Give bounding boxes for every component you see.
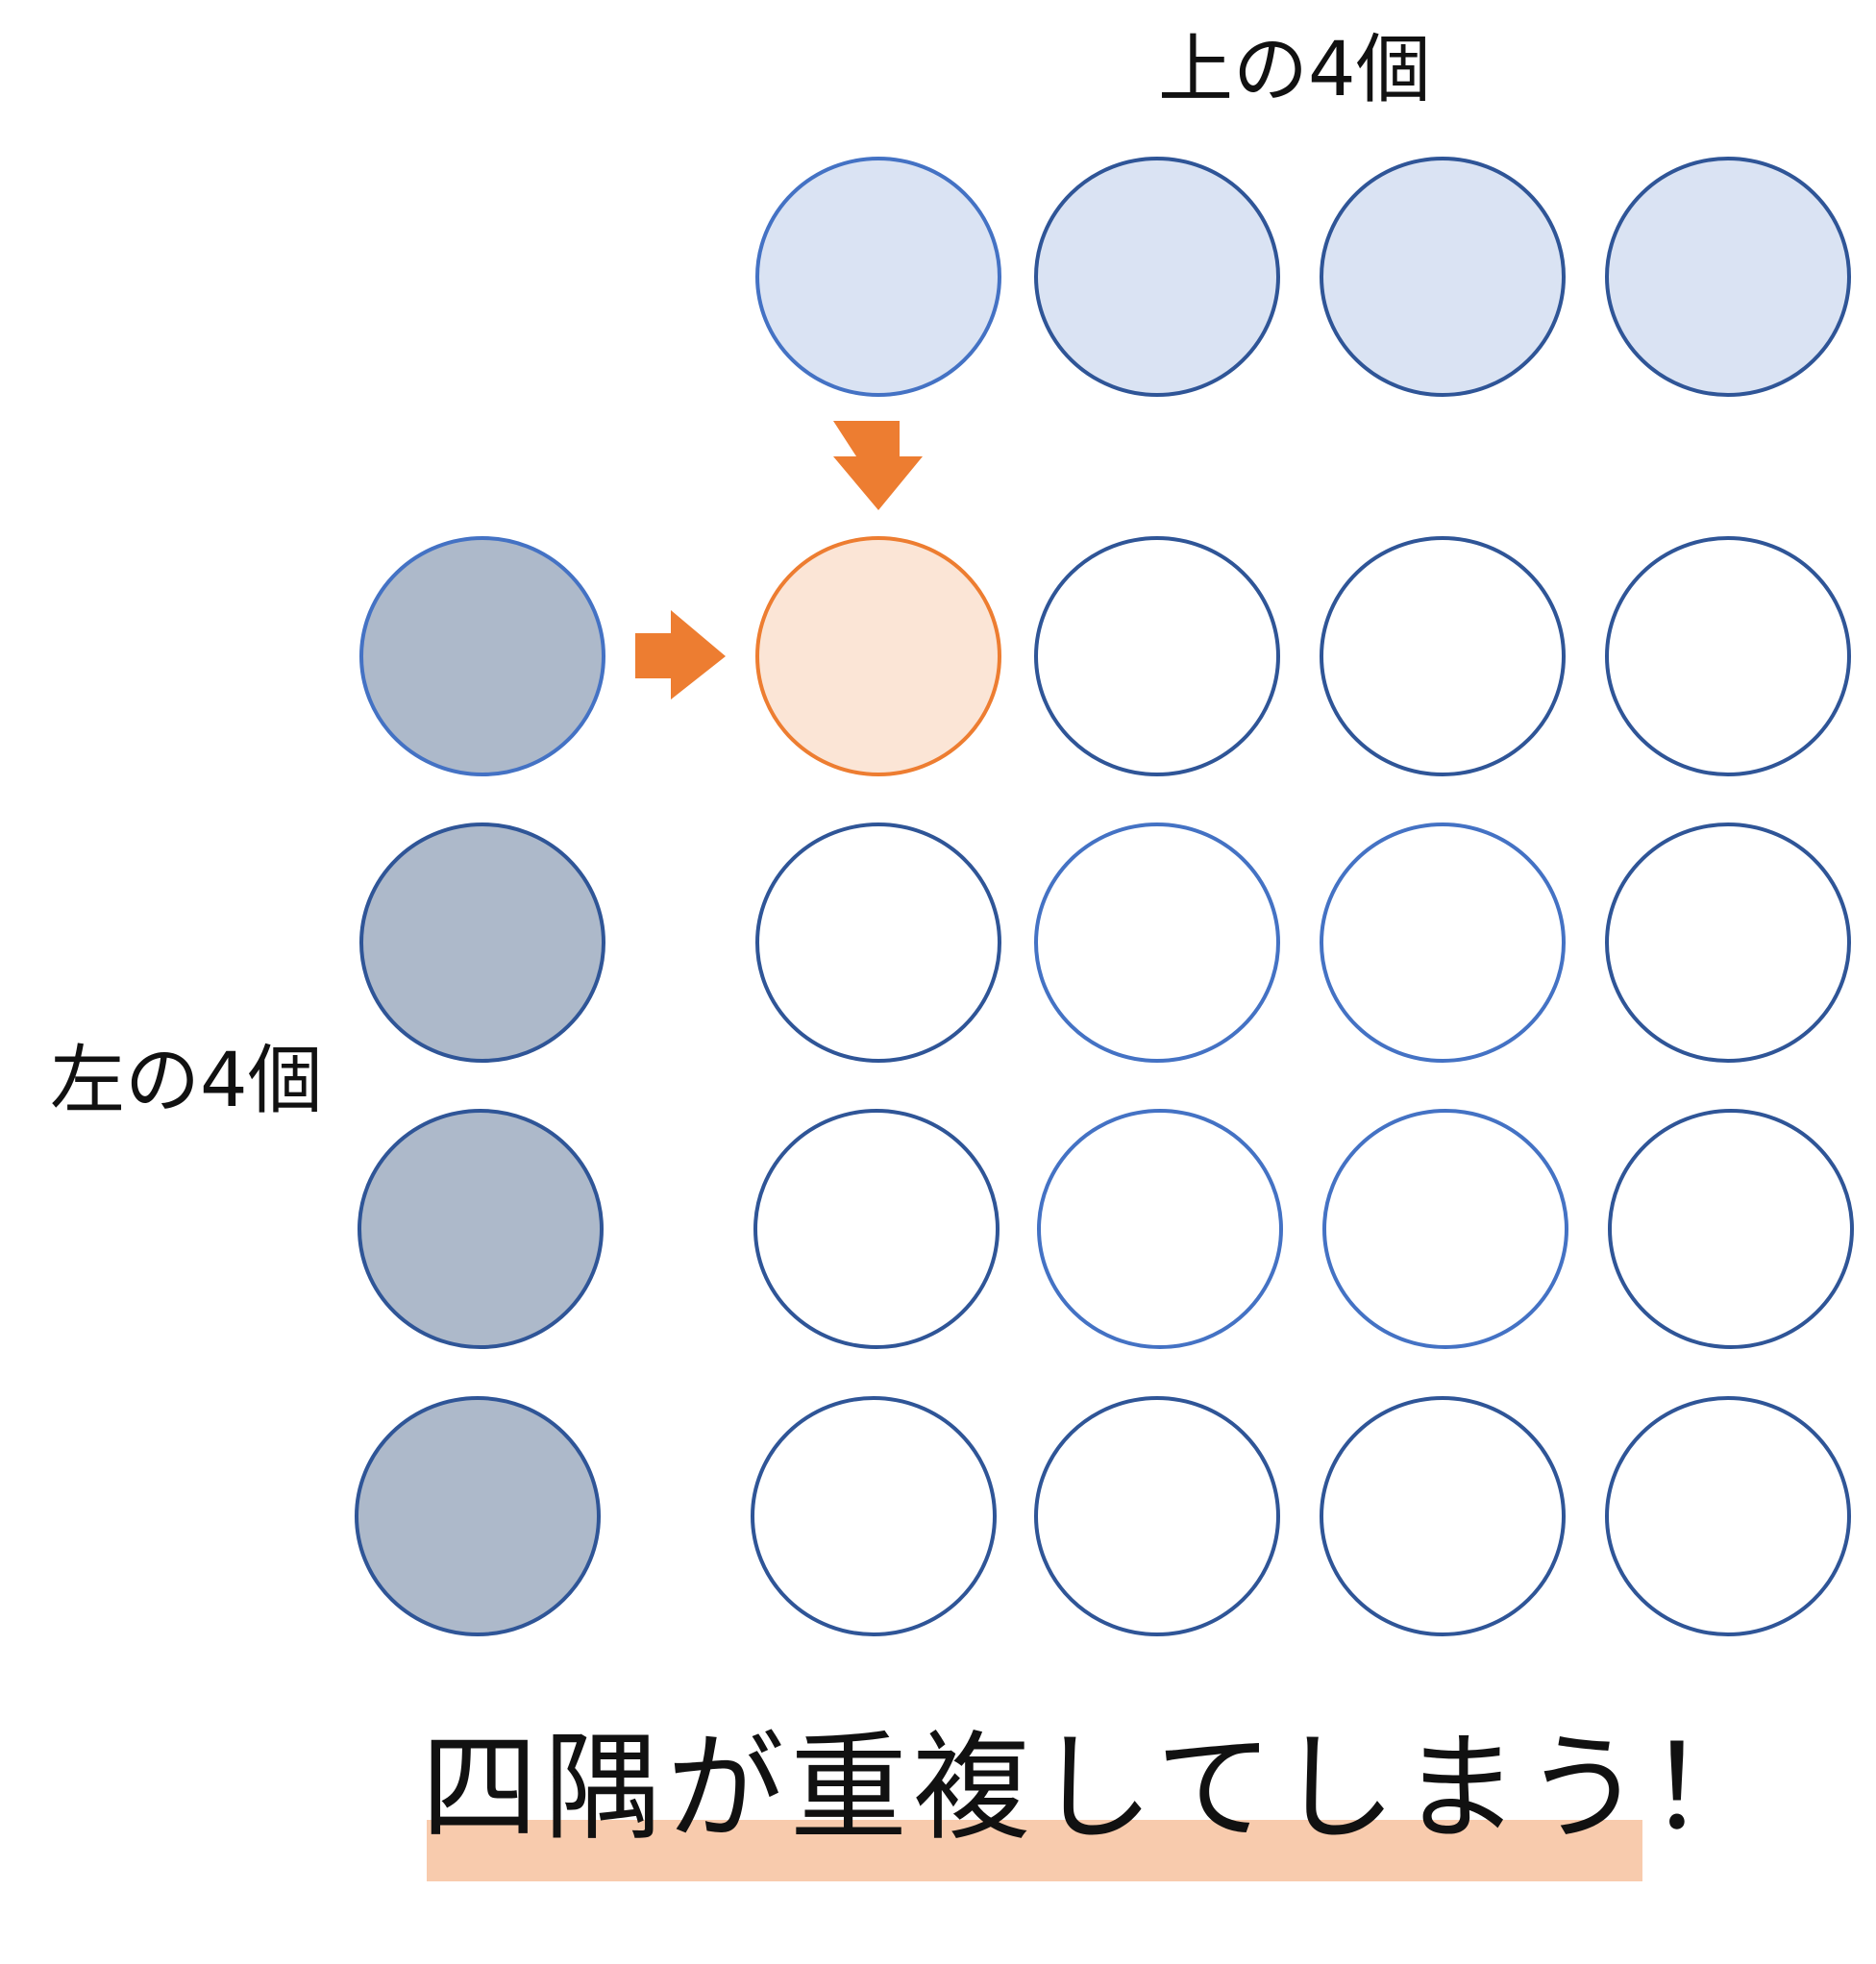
grid-circle: [1037, 1109, 1283, 1349]
grid-circle: [1320, 1396, 1566, 1636]
grid-circle: [751, 1396, 997, 1636]
down-arrow-icon: [833, 421, 923, 510]
overlap-corner-circle: [755, 536, 1001, 776]
conclusion-highlight-bar: [427, 1820, 1642, 1881]
grid-circle: [1320, 536, 1566, 776]
grid-circle: [1034, 1396, 1280, 1636]
grid-circle: [1322, 1109, 1568, 1349]
top-circle-2: [1034, 157, 1280, 397]
left-circle-3: [358, 1109, 604, 1349]
grid-circle: [753, 1109, 1000, 1349]
grid-circle: [1605, 536, 1851, 776]
right-arrow-icon: [635, 610, 726, 700]
left-circle-4: [355, 1396, 601, 1636]
conclusion-text: 四隅が重複してしまう！: [421, 1720, 1771, 1856]
top-four-label: 上の4個: [1158, 27, 1431, 113]
grid-circle: [755, 822, 1001, 1063]
grid-circle: [1605, 822, 1851, 1063]
left-circle-1: [359, 536, 605, 776]
grid-circle: [1605, 1396, 1851, 1636]
grid-circle: [1320, 822, 1566, 1063]
left-four-label: 左の4個: [50, 1038, 323, 1124]
left-circle-2: [359, 822, 605, 1063]
grid-circle: [1034, 536, 1280, 776]
top-circle-3: [1320, 157, 1566, 397]
top-circle-4: [1605, 157, 1851, 397]
top-circle-1: [755, 157, 1001, 397]
grid-circle: [1608, 1109, 1854, 1349]
grid-circle: [1034, 822, 1280, 1063]
